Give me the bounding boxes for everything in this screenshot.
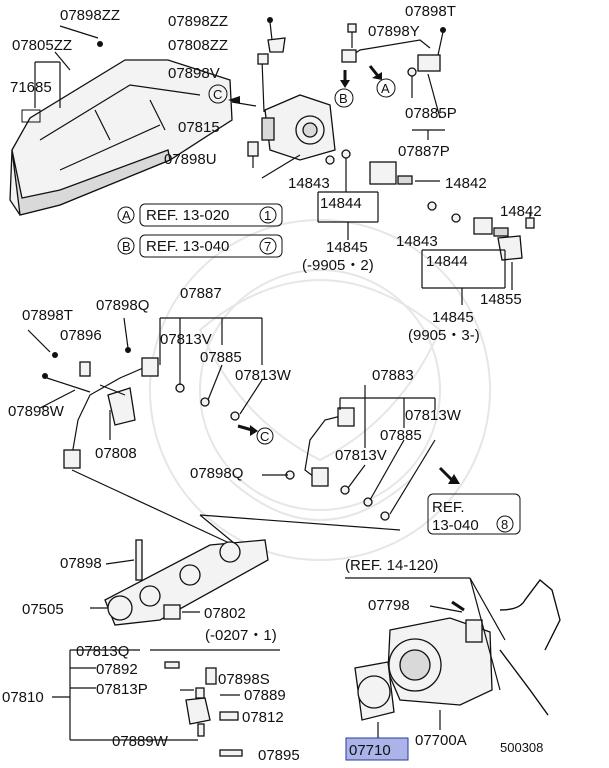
ref-b-num: 7: [264, 239, 271, 254]
label-07898Q-b: 07898Q: [190, 465, 243, 482]
label-14855: 14855: [480, 291, 522, 308]
label-07813V-b: 07813V: [335, 447, 387, 464]
label-07898U: 07898U: [164, 151, 217, 168]
ref-box-b: [139, 234, 283, 258]
label-07898W: 07898W: [8, 403, 65, 420]
label-07889: 07889: [244, 687, 286, 704]
label-07895: 07895: [258, 747, 300, 764]
label-07898: 07898: [60, 555, 102, 572]
diagram-number: 500308: [500, 740, 543, 755]
label-ref-14-120: (REF. 14-120): [345, 557, 438, 574]
label-07505: 07505: [22, 601, 64, 618]
label-14842-a: 14842: [445, 175, 487, 192]
label-07885P: 07885P: [405, 105, 457, 122]
label-07813Q: 07813Q: [76, 643, 129, 660]
label-71685: 71685: [10, 79, 52, 96]
highlight-07710: [345, 737, 409, 761]
label-07898V: 07898V: [168, 65, 220, 82]
label-14842-b: 14842: [500, 203, 542, 220]
label-07887P: 07887P: [398, 143, 450, 160]
label-07892: 07892: [96, 661, 138, 678]
label-07885-b: 07885: [380, 427, 422, 444]
watermark-emblem: [149, 219, 491, 561]
callout-b: B: [339, 91, 348, 106]
throttle-body-part: [387, 617, 493, 706]
label-07898T-a: 07898T: [405, 3, 456, 20]
label-07798: 07798: [368, 597, 410, 614]
label-07813W-b: 07813W: [405, 407, 462, 424]
label-07898S: 07898S: [218, 671, 270, 688]
ref-a-text: REF. 13-020: [146, 207, 229, 224]
ref-box-a: [139, 203, 283, 227]
callout-a: A: [381, 81, 390, 96]
ref-a-num: 1: [264, 208, 271, 223]
label-14843-a: 14843: [288, 175, 330, 192]
fuel-rail-part: [104, 539, 269, 626]
label-07710: 07710: [349, 742, 391, 759]
label-07802-note: (-0207・1): [205, 627, 277, 644]
label-07898ZZ-a: 07898ZZ: [60, 7, 120, 24]
label-07813V-a: 07813V: [160, 331, 212, 348]
label-07808: 07808: [95, 445, 137, 462]
ref-8-text-1: REF.: [432, 499, 465, 516]
ref-box-8: [427, 493, 521, 535]
label-14845-a: 14845: [326, 239, 368, 256]
callout-c-top: C: [213, 87, 222, 102]
label-07898Q-a: 07898Q: [96, 297, 149, 314]
ref-b-text: REF. 13-040: [146, 238, 229, 255]
ref-8-num: 8: [501, 517, 508, 532]
label-07889W: 07889W: [112, 733, 169, 750]
label-07700A: 07700A: [415, 732, 467, 749]
label-07813P: 07813P: [96, 681, 148, 698]
label-07813W-a: 07813W: [235, 367, 292, 384]
ref-a-letter: A: [122, 208, 131, 223]
label-14845-b: 14845: [432, 309, 474, 326]
ref-b-letter: B: [122, 239, 131, 254]
callout-c-mid: C: [260, 429, 269, 444]
label-07805ZZ: 07805ZZ: [12, 37, 72, 54]
label-07898Y: 07898Y: [368, 23, 420, 40]
label-14845-b-note: (9905・3-): [408, 327, 480, 344]
throttle-assembly-part: [261, 94, 336, 161]
label-07883: 07883: [372, 367, 414, 384]
label-14845-a-note: (-9905・2): [302, 257, 374, 274]
label-14844-a: 14844: [320, 195, 362, 212]
label-14843-b: 14843: [396, 233, 438, 250]
label-07808ZZ: 07808ZZ: [168, 37, 228, 54]
label-14844-b: 14844: [426, 253, 468, 270]
label-07885-a: 07885: [200, 349, 242, 366]
label-tag-71685: [21, 109, 41, 123]
engine-cover-part: [9, 59, 233, 216]
label-07896: 07896: [60, 327, 102, 344]
label-07887: 07887: [180, 285, 222, 302]
ref-8-text-2: 13-040: [432, 517, 479, 534]
label-07898ZZ-b: 07898ZZ: [168, 13, 228, 30]
label-07810: 07810: [2, 689, 44, 706]
label-07802: 07802: [204, 605, 246, 622]
label-07812: 07812: [242, 709, 284, 726]
label-07815: 07815: [178, 119, 220, 136]
label-07898T-b: 07898T: [22, 307, 73, 324]
